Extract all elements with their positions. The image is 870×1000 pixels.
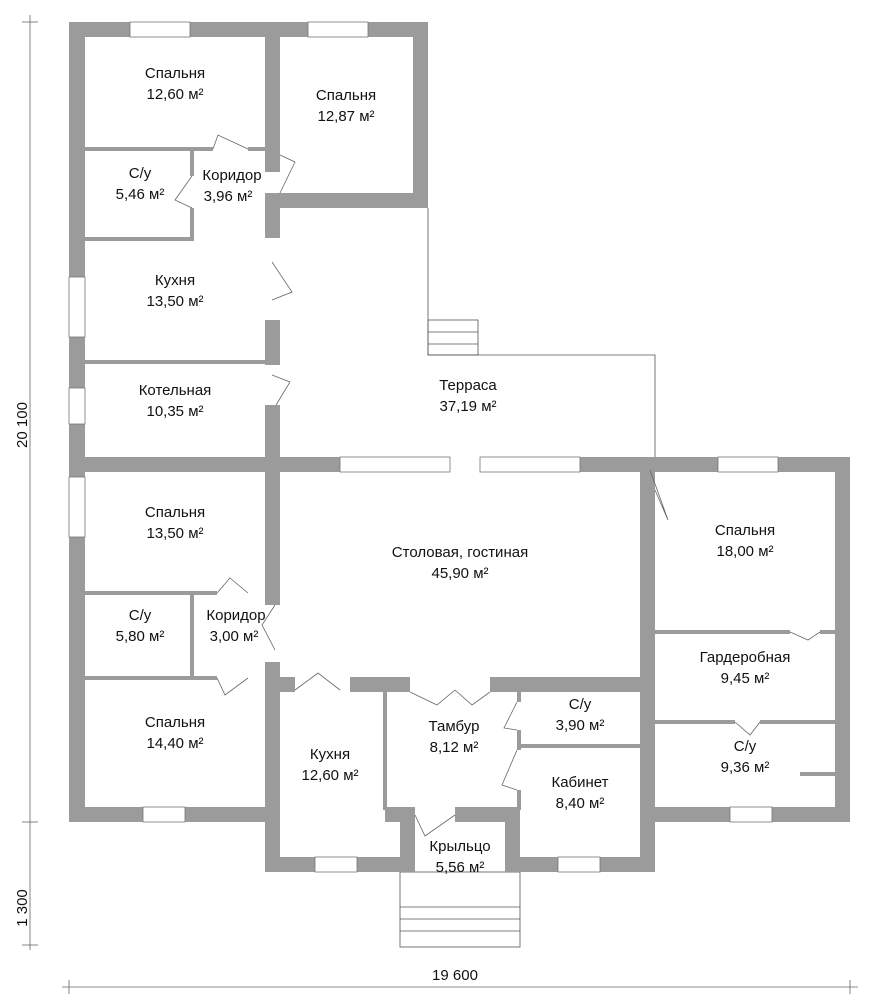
- room-bedroom-4: Спальня 18,00 м²: [715, 522, 775, 560]
- svg-text:Коридор: Коридор: [206, 607, 265, 624]
- svg-text:Котельная: Котельная: [139, 382, 212, 399]
- svg-text:3,90 м²: 3,90 м²: [556, 717, 605, 734]
- svg-text:12,60 м²: 12,60 м²: [146, 86, 203, 103]
- room-study: Кабинет 8,40 м²: [551, 774, 608, 812]
- room-bedroom-1: Спальня 12,60 м²: [145, 65, 205, 103]
- svg-text:Спальня: Спальня: [145, 65, 205, 82]
- width-dimension-label: 19 600: [432, 967, 478, 984]
- room-boiler: Котельная 10,35 м²: [139, 382, 212, 420]
- doors: [174, 134, 821, 837]
- terrace-outline: [427, 208, 656, 457]
- room-labels: Спальня 12,60 м² Спальня 12,87 м² С/у 5,46 …: [116, 65, 791, 876]
- svg-text:5,46 м²: 5,46 м²: [116, 186, 165, 203]
- room-bedroom-3: Спальня 13,50 м²: [145, 504, 205, 542]
- svg-text:Кабинет: Кабинет: [551, 774, 608, 791]
- room-wardrobe: Гардеробная 9,45 м²: [700, 649, 791, 687]
- svg-text:С/у: С/у: [129, 607, 152, 624]
- room-bathroom-3: С/у 3,90 м²: [556, 696, 605, 734]
- svg-text:Крыльцо: Крыльцо: [429, 838, 490, 855]
- dimension-horizontal: 19 600: [62, 967, 858, 994]
- svg-text:5,80 м²: 5,80 м²: [116, 628, 165, 645]
- svg-text:Спальня: Спальня: [145, 714, 205, 731]
- room-corridor-1: Коридор 3,96 м²: [202, 167, 261, 205]
- svg-text:13,50 м²: 13,50 м²: [146, 293, 203, 310]
- dimension-vertical: 20 100 1 300: [14, 15, 38, 950]
- porch-steps: [399, 871, 521, 948]
- svg-text:5,56 м²: 5,56 м²: [436, 859, 485, 876]
- svg-text:9,36 м²: 9,36 м²: [721, 759, 770, 776]
- svg-text:Спальня: Спальня: [145, 504, 205, 521]
- svg-text:С/у: С/у: [569, 696, 592, 713]
- svg-text:3,96 м²: 3,96 м²: [204, 188, 253, 205]
- svg-text:14,40 м²: 14,40 м²: [146, 735, 203, 752]
- svg-text:8,40 м²: 8,40 м²: [556, 795, 605, 812]
- room-bathroom-4: С/у 9,36 м²: [721, 738, 770, 776]
- svg-text:Тамбур: Тамбур: [429, 718, 480, 735]
- room-bathroom-2: С/у 5,80 м²: [116, 607, 165, 645]
- height-dimension-label: 20 100: [14, 402, 31, 448]
- svg-text:Кухня: Кухня: [310, 746, 350, 763]
- svg-text:37,19 м²: 37,19 м²: [439, 398, 496, 415]
- room-terrace: Терраса 37,19 м²: [439, 377, 497, 415]
- svg-text:12,87 м²: 12,87 м²: [317, 108, 374, 125]
- svg-text:Кухня: Кухня: [155, 272, 195, 289]
- room-vestibule: Тамбур 8,12 м²: [429, 718, 480, 756]
- svg-text:Столовая, гостиная: Столовая, гостиная: [392, 544, 528, 561]
- svg-text:3,00 м²: 3,00 м²: [210, 628, 259, 645]
- room-bathroom-1: С/у 5,46 м²: [116, 165, 165, 203]
- svg-text:Коридор: Коридор: [202, 167, 261, 184]
- room-bedroom-2: Спальня 12,87 м²: [316, 87, 376, 125]
- room-living-dining: Столовая, гостиная 45,90 м²: [392, 544, 528, 582]
- svg-text:Гардеробная: Гардеробная: [700, 649, 791, 666]
- room-bedroom-5: Спальня 14,40 м²: [145, 714, 205, 752]
- porch-dimension-label: 1 300: [14, 889, 31, 927]
- svg-text:Спальня: Спальня: [316, 87, 376, 104]
- svg-text:9,45 м²: 9,45 м²: [721, 670, 770, 687]
- interior-walls: [85, 147, 835, 810]
- room-porch: Крыльцо 5,56 м²: [429, 838, 490, 876]
- room-kitchen-1: Кухня 13,50 м²: [146, 272, 203, 310]
- svg-text:12,60 м²: 12,60 м²: [301, 767, 358, 784]
- svg-text:8,12 м²: 8,12 м²: [430, 739, 479, 756]
- svg-text:С/у: С/у: [734, 738, 757, 755]
- svg-text:10,35 м²: 10,35 м²: [146, 403, 203, 420]
- windows: [68, 21, 779, 873]
- svg-text:Терраса: Терраса: [439, 377, 497, 394]
- exterior-walls: [69, 22, 850, 872]
- svg-text:18,00 м²: 18,00 м²: [716, 543, 773, 560]
- room-kitchen-2: Кухня 12,60 м²: [301, 746, 358, 784]
- room-corridor-2: Коридор 3,00 м²: [206, 607, 265, 645]
- svg-text:45,90 м²: 45,90 м²: [431, 565, 488, 582]
- svg-text:С/у: С/у: [129, 165, 152, 182]
- svg-text:13,50 м²: 13,50 м²: [146, 525, 203, 542]
- svg-text:Спальня: Спальня: [715, 522, 775, 539]
